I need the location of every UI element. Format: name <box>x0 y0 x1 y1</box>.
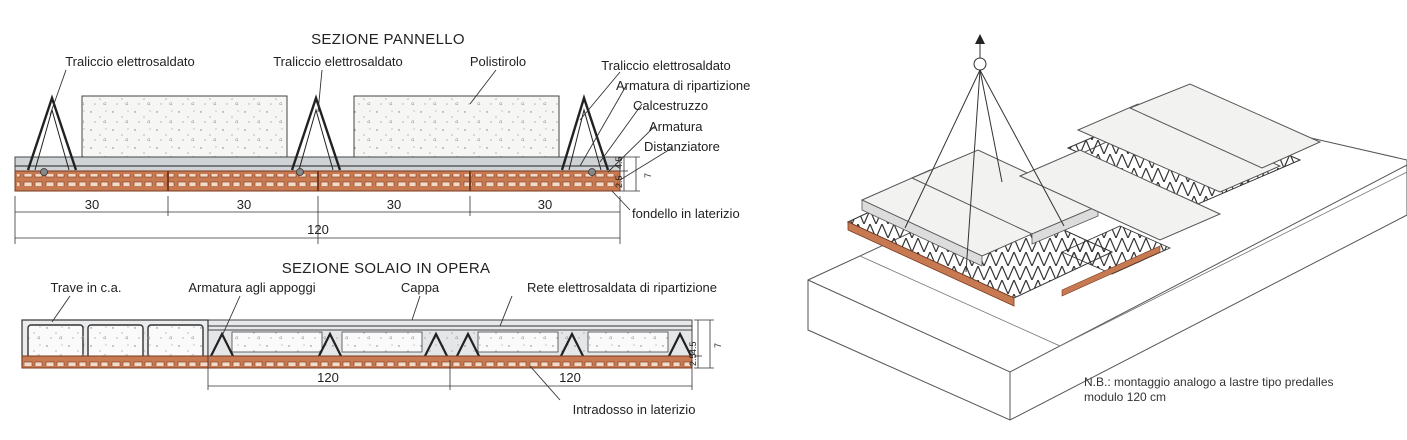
assembly-note-line1: N.B.: montaggio analogo a lastre tipo pr… <box>1084 375 1334 389</box>
placed-panels <box>1018 83 1322 297</box>
panel-polystyrene-side <box>1031 205 1099 245</box>
label-truss-1: Traliccio elettrosaldato <box>65 54 195 69</box>
truss-inner <box>298 108 334 171</box>
dim-floor-4-5: 4.5 <box>688 341 698 354</box>
placed-truss-grid <box>1061 225 1171 275</box>
truss <box>560 94 610 171</box>
truss <box>290 94 342 171</box>
panel-brick-edge <box>847 221 1015 307</box>
floor-section: SEZIONE SOLAIO IN OPERA <box>21 260 723 417</box>
lifted-panel <box>846 149 1114 307</box>
label-polystyrene: Polistirolo <box>470 54 526 69</box>
placed-polystyrene <box>1076 103 1282 193</box>
dim-module-4: 30 <box>538 197 552 212</box>
label-mesh: Rete elettrosaldata di ripartizione <box>527 280 717 295</box>
dim-7: 7 <box>643 173 653 178</box>
slab-trusses <box>209 331 693 359</box>
dim-4-5: 4.5 <box>614 156 624 169</box>
dim-2-5: 2.5 <box>614 175 624 188</box>
polystyrene-texture <box>354 96 559 158</box>
lift-arrow-icon <box>975 34 985 44</box>
panel-width-dims <box>14 196 621 244</box>
lifting-rig <box>904 42 1065 273</box>
dim-module-2: 30 <box>237 197 251 212</box>
label-beam: Trave in c.a. <box>50 280 121 295</box>
placed-polystyrene <box>1018 149 1222 241</box>
beam-texture <box>28 325 203 361</box>
dim-floor-module-2: 120 <box>559 370 581 385</box>
support-inner-edge <box>859 171 1407 347</box>
dim-floor-7: 7 <box>713 343 723 348</box>
placed-polystyrene <box>1128 83 1322 169</box>
assembly-note-line2: modulo 120 cm <box>1084 390 1166 404</box>
assembly-view: N.B.: montaggio analogo a lastre tipo pr… <box>807 34 1407 421</box>
panel-polystyrene-side <box>861 199 983 267</box>
slab-texture <box>232 332 668 352</box>
floor-section-title: SEZIONE SOLAIO IN OPERA <box>282 260 491 277</box>
truss-inner <box>568 108 602 171</box>
label-soffit: Intradosso in laterizio <box>573 402 696 417</box>
label-rebar: Armatura <box>649 119 703 134</box>
rebar-bar <box>588 168 596 176</box>
panel-thickness-dims <box>620 156 640 192</box>
panel-section-title: SEZIONE PANNELLO <box>311 31 465 48</box>
placed-brick-edge <box>1061 245 1161 297</box>
label-truss-2: Traliccio elettrosaldato <box>273 54 403 69</box>
rebar-bar <box>296 168 304 176</box>
brick-soffit-holes <box>24 358 690 366</box>
panel-section: SEZIONE PANNELLO <box>14 31 750 244</box>
rebar-bar <box>40 168 48 176</box>
label-topping: Cappa <box>401 280 440 295</box>
dim-module-3: 30 <box>387 197 401 212</box>
label-concrete: Calcestruzzo <box>633 98 708 113</box>
label-brick-base: fondello in laterizio <box>632 206 740 221</box>
truss <box>26 94 78 171</box>
label-spacer: Distanziatore <box>644 139 720 154</box>
floor-width-dims <box>207 319 714 390</box>
label-distribution-rebar: Armatura di ripartizione <box>616 78 750 93</box>
label-support-rebar: Armatura agli appoggi <box>188 280 315 295</box>
floor-leaders <box>51 295 561 401</box>
dim-floor-module-1: 120 <box>317 370 339 385</box>
polystyrene-texture <box>82 96 287 158</box>
dim-total-width: 120 <box>307 222 329 237</box>
dim-floor-2-5: 2.5 <box>688 353 698 366</box>
panel-leaders <box>49 69 673 211</box>
dim-module-1: 30 <box>85 197 99 212</box>
concrete-layer <box>14 156 621 172</box>
label-truss-3: Traliccio elettrosaldato <box>601 58 731 73</box>
